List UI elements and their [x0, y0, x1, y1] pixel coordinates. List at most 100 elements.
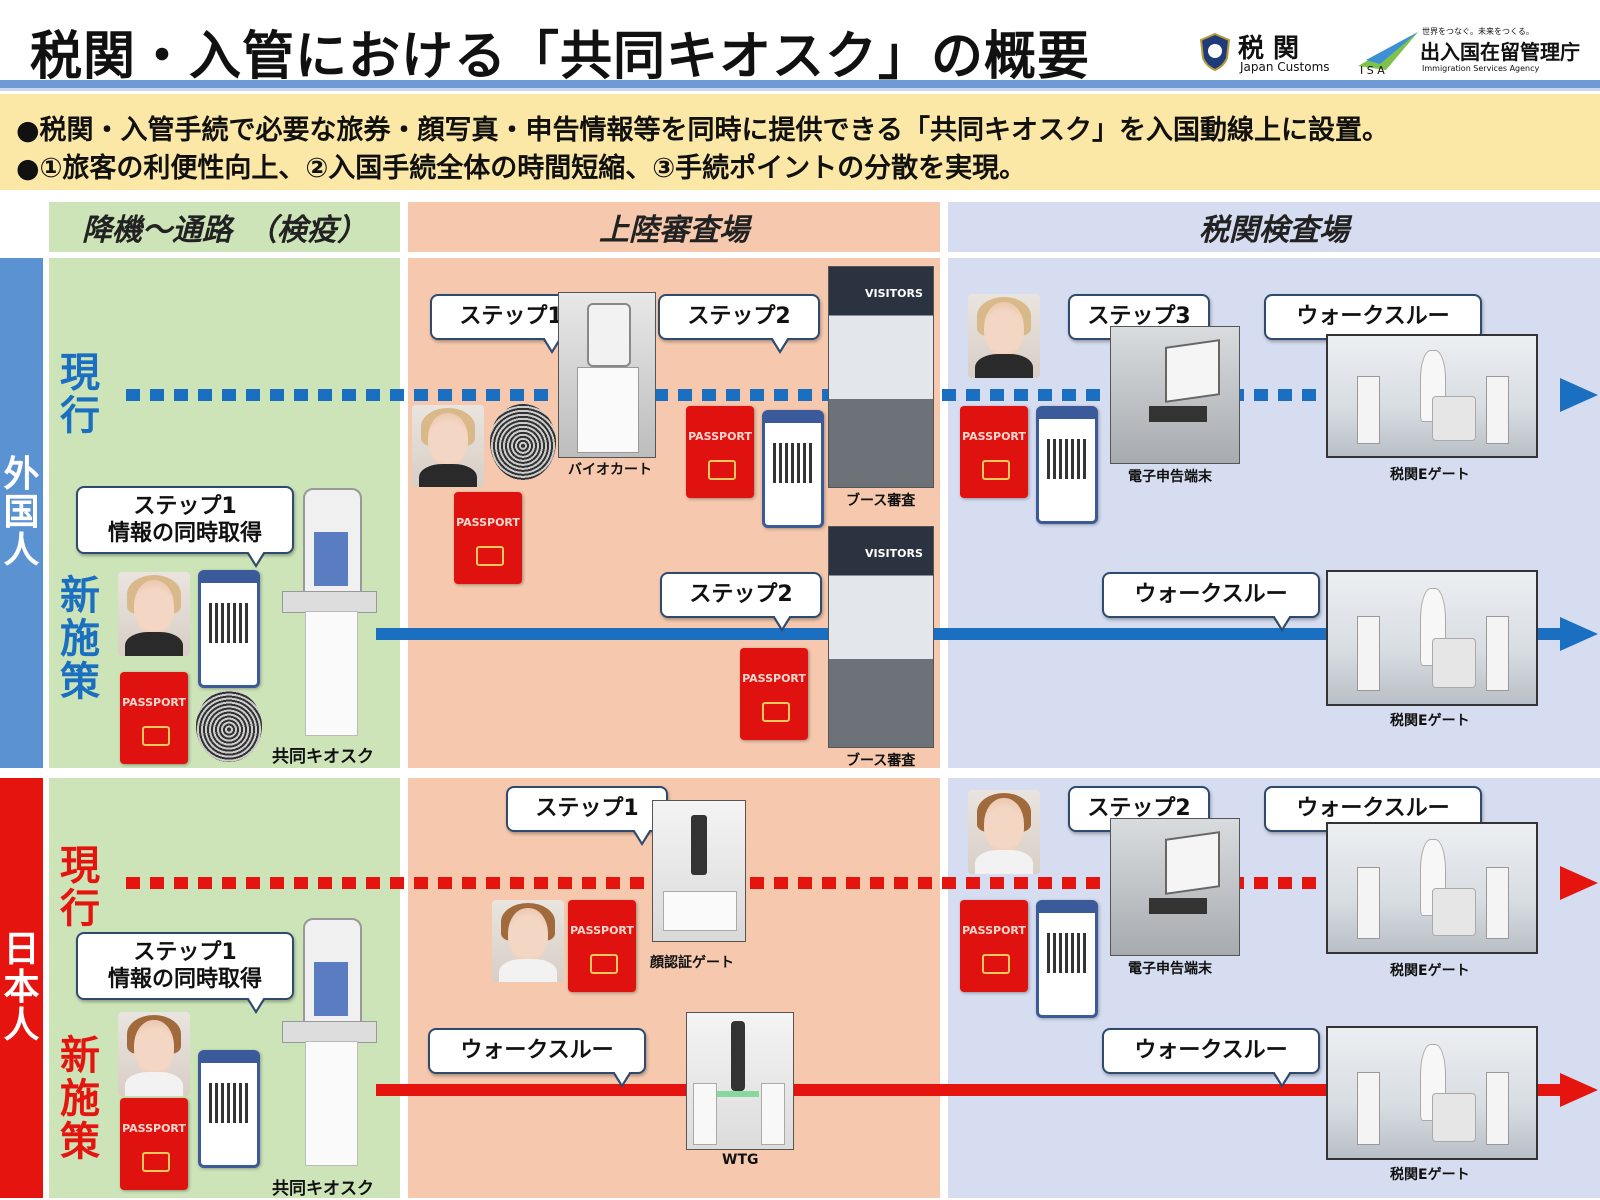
customs-logo: 税 関 Japan Customs	[1198, 32, 1338, 76]
phone-qr-icon	[1036, 406, 1098, 524]
face-recognition-gate-photo	[652, 800, 746, 942]
callout-text: ステップ3	[1087, 304, 1191, 330]
egate-photo	[1326, 822, 1538, 954]
callout-line-2: 情報の同時取得	[107, 967, 262, 992]
isa-logo: I S A 世界をつなぐ。未来をつくる。 出入国在留管理庁 Immigratio…	[1356, 26, 1596, 80]
side-label-foreign: 外国人	[0, 258, 43, 768]
callout-text: ウォークスルー	[1296, 304, 1450, 330]
passport-icon: PASSPORT	[568, 900, 636, 992]
isa-logo-en: Immigration Services Agency	[1422, 64, 1540, 73]
face-photo-foreign	[412, 405, 484, 487]
booth-photo: VISITORS	[828, 526, 934, 748]
caption-egate: 税関Eゲート	[1390, 713, 1470, 729]
arrowhead-japanese-current	[1560, 866, 1598, 900]
face-photo-japanese	[118, 1012, 190, 1096]
row-label-japanese-current: 現行	[60, 843, 100, 933]
egate-photo	[1326, 334, 1538, 458]
booth-sign-text: VISITORS	[865, 547, 923, 560]
passport-icon: PASSPORT	[686, 406, 754, 498]
caption-egate: 税関Eゲート	[1390, 467, 1470, 483]
electronic-terminal-photo	[1110, 818, 1240, 956]
summary-line-1: ●税関・入管手続で必要な旅券・顔写真・申告情報等を同時に提供できる「共同キオスク…	[16, 115, 1390, 146]
callout-text: ステップ2	[1087, 796, 1191, 822]
zone-header-customs: 税関検査場	[948, 202, 1600, 252]
caption-kiosk: 共同キオスク	[272, 747, 374, 767]
customs-emblem-icon	[1199, 32, 1231, 72]
callout-japanese-current-step1: ステップ1	[506, 786, 668, 846]
callout-text: ステップ1	[535, 796, 639, 822]
zone-header-immigration: 上陸審査場	[408, 202, 940, 252]
caption-kiosk: 共同キオスク	[272, 1179, 374, 1199]
caption-facegate: 顔認証ゲート	[650, 955, 734, 971]
caption-wtg: WTG	[722, 1152, 759, 1168]
page-title: 税関・入管における「共同キオスク」の概要	[29, 27, 1090, 87]
callout-line-1: ステップ1	[133, 493, 237, 519]
fingerprint-icon	[490, 404, 556, 480]
callout-text: ステップ1	[459, 304, 563, 330]
caption-booth: ブース審査	[846, 493, 916, 509]
passport-icon: PASSPORT	[120, 1098, 188, 1190]
title-divider	[0, 80, 1600, 88]
face-photo-foreign	[968, 294, 1040, 378]
isa-wing-icon	[1358, 32, 1418, 70]
passport-icon: PASSPORT	[120, 672, 188, 764]
callout-text: ウォークスルー	[460, 1038, 614, 1064]
caption-egate: 税関Eゲート	[1390, 1167, 1470, 1183]
callout-foreign-new-walkthrough: ウォークスルー	[1102, 572, 1320, 632]
caption-biocart: バイオカート	[568, 462, 652, 478]
row-label-foreign-current: 現行	[60, 350, 100, 440]
phone-qr-icon	[198, 1050, 260, 1168]
callout-text: ウォークスルー	[1134, 582, 1288, 608]
summary-box: ●税関・入管手続で必要な旅券・顔写真・申告情報等を同時に提供できる「共同キオスク…	[0, 94, 1600, 190]
face-photo-japanese	[492, 900, 564, 982]
face-photo-japanese	[968, 790, 1040, 874]
face-photo-foreign	[118, 572, 190, 656]
passport-icon: PASSPORT	[960, 406, 1028, 498]
passport-icon: PASSPORT	[740, 648, 808, 740]
callout-japanese-new-walkthrough: ウォークスルー	[1102, 1028, 1320, 1088]
customs-logo-en: Japan Customs	[1240, 60, 1330, 74]
row-label-foreign-new: 新施策	[60, 573, 100, 706]
callout-text: ウォークスルー	[1134, 1038, 1288, 1064]
passport-icon: PASSPORT	[960, 900, 1028, 992]
callout-foreign-current-step2: ステップ2	[658, 294, 820, 354]
booth-photo: VISITORS	[828, 266, 934, 488]
kiosk-photo	[282, 918, 388, 1166]
callout-text: ステップ2	[689, 582, 793, 608]
callout-text: ステップ2	[687, 304, 791, 330]
wtg-photo	[686, 1012, 794, 1150]
booth-sign-text: VISITORS	[865, 287, 923, 300]
callout-line-2: 情報の同時取得	[107, 521, 262, 546]
phone-qr-icon	[762, 410, 824, 528]
egate-photo	[1326, 1026, 1538, 1160]
egate-photo	[1326, 570, 1538, 706]
isa-logo-jp: 出入国在留管理庁	[1420, 40, 1580, 64]
title-divider-light	[0, 88, 1600, 91]
zone-header-quarantine: 降機～通路 （検疫）	[49, 202, 400, 252]
arrowhead-japanese-new	[1560, 1073, 1598, 1107]
callout-text: ウォークスルー	[1296, 796, 1450, 822]
arrowhead-foreign-new	[1560, 617, 1598, 651]
arrowhead-foreign-current	[1560, 378, 1598, 412]
callout-japanese-new-walkthrough-wtg: ウォークスルー	[428, 1028, 646, 1088]
row-label-japanese-new: 新施策	[60, 1033, 100, 1166]
summary-line-2: ●①旅客の利便性向上、②入国手続全体の時間短縮、③手続ポイントの分散を実現。	[16, 153, 1027, 184]
electronic-terminal-photo	[1110, 326, 1240, 464]
caption-egate: 税関Eゲート	[1390, 963, 1470, 979]
caption-booth: ブース審査	[846, 753, 916, 769]
biocart-photo	[558, 292, 656, 458]
phone-qr-icon	[1036, 900, 1098, 1018]
caption-eterminal: 電子申告端末	[1128, 469, 1212, 485]
isa-logo-slogan: 世界をつなぐ。未来をつくる。	[1422, 27, 1534, 36]
side-label-japanese: 日本人	[0, 778, 43, 1198]
callout-line-1: ステップ1	[133, 939, 237, 965]
fingerprint-icon	[196, 690, 262, 762]
customs-logo-jp: 税 関	[1238, 34, 1300, 64]
isa-logo-abbr: I S A	[1360, 64, 1385, 77]
phone-qr-icon	[198, 570, 260, 688]
callout-foreign-new-step2: ステップ2	[660, 572, 822, 632]
